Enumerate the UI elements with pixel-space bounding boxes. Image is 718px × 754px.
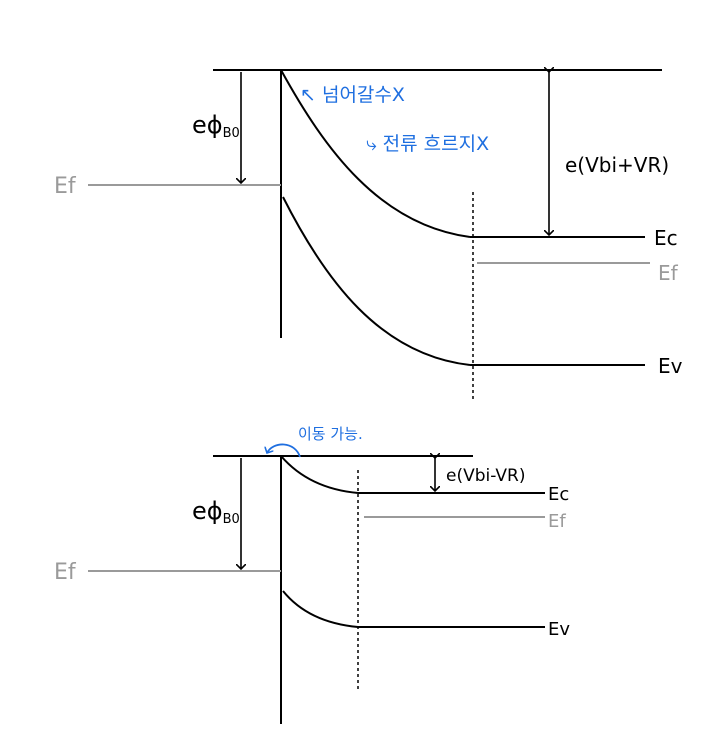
bottom-semi-fermi-label: Ef [548,511,566,532]
bottom-ec-curve [280,455,359,494]
top-ev-curve [282,196,471,366]
bottom-metal-fermi-label: Ef [54,560,77,585]
bottom-barrier-label: eϕB0 [192,497,240,527]
top-bias-label: e(Vbi+VR) [565,153,669,177]
top-semi-fermi-label: Ef [658,261,679,285]
bottom-bias-label: e(Vbi-VR) [446,466,525,486]
bottom-ec-label: Ec [548,484,569,505]
bottom-ev-label: Ev [548,619,570,640]
bottom-note-can-move: 이동 가능. [298,425,363,443]
top-note-cannot-cross: ↖ 넘어갈수X [300,84,405,106]
top-ec-curve [280,69,471,238]
bottom-movement-arrow [267,443,301,458]
top-metal-fermi-label: Ef [54,174,77,199]
top-ec-label: Ec [654,226,678,250]
top-ev-label: Ev [658,354,683,378]
top-barrier-label: eϕB0 [192,111,240,141]
bottom-diagram: eϕB0 Ef e(Vbi-VR) Ec Ef Ev 이동 가능. [54,425,570,724]
top-note-no-current: ⤷ 전류 흐르지X [366,133,489,155]
top-diagram: eϕB0 Ef e(Vbi+VR) Ec Ef Ev ↖ 넘어갈수X ⤷ 전류 … [54,70,683,400]
bottom-ev-curve [282,590,359,628]
